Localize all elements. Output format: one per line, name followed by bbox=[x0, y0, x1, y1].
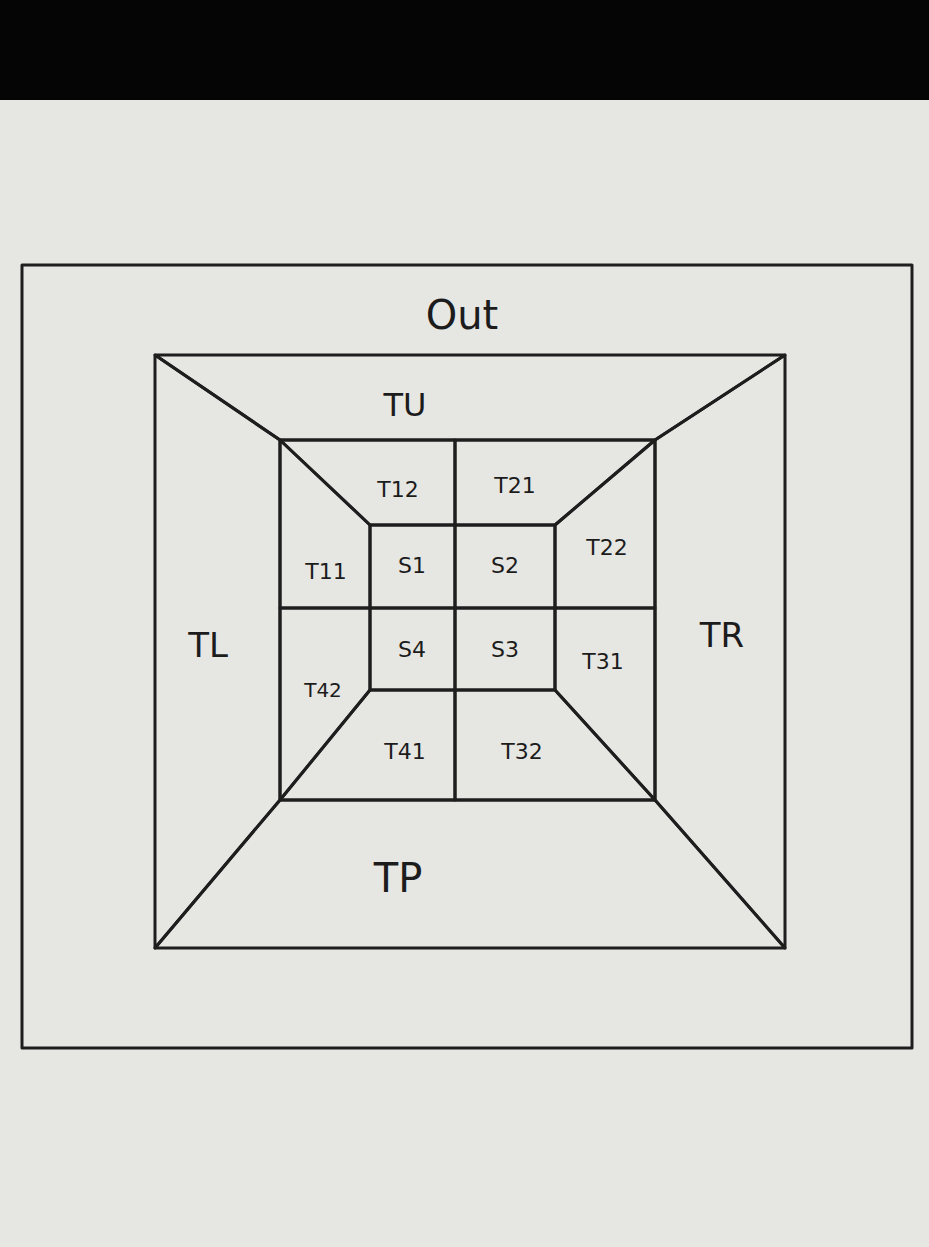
outer-region: OutTU T12 T21T11 S1 S2 T22TL S4 S3T31 TR T42T41 T3… bbox=[22, 265, 912, 1048]
ring-cell: T21 bbox=[455, 440, 655, 525]
region-outline bbox=[455, 440, 655, 525]
region-border bbox=[655, 355, 785, 948]
region-label: T42 bbox=[304, 680, 342, 700]
ring-cell: T31 bbox=[555, 608, 655, 800]
square-cell: S3 bbox=[455, 608, 555, 690]
region-border bbox=[455, 608, 555, 690]
region-label: T32 bbox=[501, 741, 542, 763]
region-border bbox=[370, 608, 455, 690]
region-label: S4 bbox=[398, 639, 426, 661]
region-label: T12 bbox=[377, 479, 418, 501]
trapezoid-region: TR bbox=[655, 355, 785, 948]
region-border bbox=[280, 440, 370, 608]
region-label: Out bbox=[426, 295, 499, 335]
region-border bbox=[455, 440, 655, 525]
ring-cell: T42 bbox=[280, 608, 370, 800]
region-border bbox=[455, 690, 655, 800]
region-border bbox=[280, 608, 370, 800]
region-border bbox=[22, 265, 912, 1048]
region-label: TR bbox=[700, 618, 744, 652]
trapezoid-region: TP bbox=[155, 800, 785, 948]
region-label: TL bbox=[188, 628, 228, 662]
region-border bbox=[370, 525, 455, 608]
region-border bbox=[555, 440, 655, 608]
region-label: S3 bbox=[491, 639, 519, 661]
region-outline bbox=[555, 440, 655, 608]
ring-cell: T41 bbox=[280, 690, 455, 800]
region-outline bbox=[555, 608, 655, 800]
ring-cell: T12 bbox=[280, 440, 455, 525]
region-border bbox=[555, 608, 655, 800]
region-label: T21 bbox=[494, 475, 535, 497]
region-label: T31 bbox=[582, 651, 623, 673]
ring-cell: T22 bbox=[555, 440, 655, 608]
ring-cell: T32 bbox=[455, 690, 655, 800]
region-border bbox=[280, 440, 455, 525]
region-border bbox=[280, 690, 455, 800]
region-outline bbox=[280, 440, 455, 525]
region-outline bbox=[155, 800, 785, 948]
region-border bbox=[155, 355, 280, 948]
region-border bbox=[155, 355, 785, 440]
region-outline bbox=[280, 608, 370, 800]
region-label: TP bbox=[374, 858, 423, 898]
region-label: T11 bbox=[305, 561, 346, 583]
region-outline bbox=[155, 355, 785, 440]
ring-cell: T11 bbox=[280, 440, 370, 608]
square-cell: S1 bbox=[370, 525, 455, 608]
region-border bbox=[455, 525, 555, 608]
region-label: TU bbox=[384, 389, 427, 421]
square-cell: S4 bbox=[370, 608, 455, 690]
dark-band bbox=[0, 0, 929, 100]
region-outline bbox=[280, 690, 455, 800]
region-outline bbox=[455, 690, 655, 800]
trapezoid-region: TU bbox=[155, 355, 785, 440]
region-label: S1 bbox=[398, 555, 426, 577]
region-label: T41 bbox=[384, 741, 425, 763]
region-label: S2 bbox=[491, 555, 519, 577]
region-border bbox=[155, 800, 785, 948]
square-cell: S2 bbox=[455, 525, 555, 608]
region-label: T22 bbox=[586, 537, 627, 559]
trapezoid-region: TL bbox=[155, 355, 280, 948]
